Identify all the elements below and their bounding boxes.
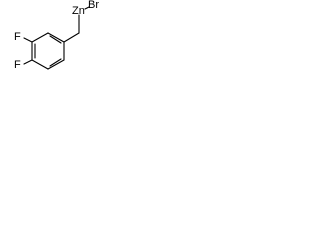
benzene-ring: [31, 32, 65, 70]
bond-ring-to-f3: [23, 37, 33, 43]
ring-bond-c3-c4: [31, 59, 49, 70]
atom-fluorine-3-label: F: [14, 31, 21, 43]
atom-zinc-label: Zn: [72, 5, 85, 17]
ring-double-bond-inner-2: [49, 58, 62, 67]
ring-bond-c6-c1: [47, 32, 65, 43]
atom-fluorine-4-label: F: [14, 59, 21, 71]
ring-bond-c1-c2: [31, 32, 49, 43]
atom-bromine-label: Br: [88, 0, 99, 11]
ring-bond-c4-c5: [47, 59, 65, 70]
bond-zn-to-br: [84, 6, 90, 10]
chemical-structure: Zn Br F F: [14, 0, 99, 71]
ring-double-bond-inner-3: [49, 35, 62, 44]
bond-ring-to-ch2: [63, 32, 80, 43]
bond-ring-to-f4: [23, 59, 33, 65]
